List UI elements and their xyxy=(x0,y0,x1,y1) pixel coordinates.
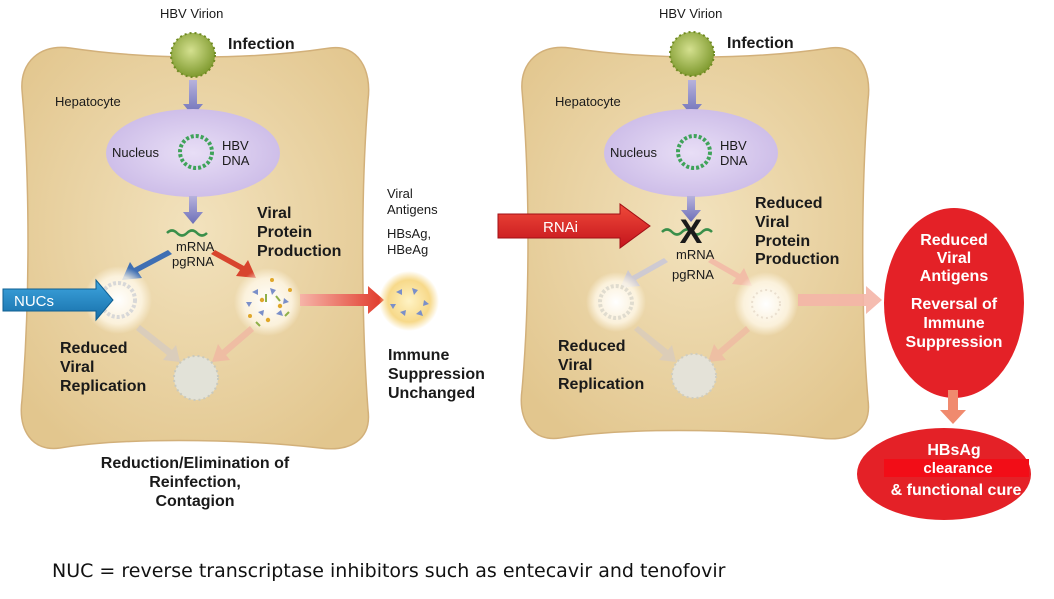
right-hbv-dna-label-2: DNA xyxy=(720,153,748,168)
rnai-label: RNAi xyxy=(543,219,578,236)
left-virion-icon xyxy=(170,32,216,78)
left-infection-label: Infection xyxy=(228,36,295,53)
left-viral-protein-2: Protein xyxy=(257,224,312,241)
clearance-highlight xyxy=(884,459,1029,477)
nucs-inhibitor-arrow xyxy=(2,278,114,322)
left-nucleus xyxy=(106,109,280,197)
left-protein-arrow xyxy=(211,250,256,278)
left-hbv-dna-label-2: DNA xyxy=(222,153,250,168)
right-reduced-replication-1: Reduced xyxy=(558,338,626,355)
left-entry-arrow xyxy=(183,80,203,116)
right-protein-cluster-icon xyxy=(751,289,781,319)
right-faded-arrow-3 xyxy=(634,326,676,362)
left-replication-glow xyxy=(84,266,152,334)
left-antigen-cluster-icon xyxy=(379,271,439,331)
right-reduced-protein-3: Protein xyxy=(755,233,810,250)
left-viral-protein-3: Production xyxy=(257,243,341,260)
right-virion-label: HBV Virion xyxy=(659,6,722,21)
reduction-label-1: Reduction/Elimination of xyxy=(101,455,290,472)
right-nucleus xyxy=(604,109,778,197)
left-reduced-replication-2: Viral xyxy=(60,359,94,376)
right-new-virion-icon xyxy=(671,353,717,399)
right-panel: HBV Virion Infection Hepatocyte Nucleus … xyxy=(497,6,1031,520)
red-circle-line-4: Reversal of xyxy=(911,296,998,313)
right-virion-icon xyxy=(669,31,715,77)
right-nucleus-label: Nucleus xyxy=(610,145,657,160)
left-hbv-dna-label-1: HBV xyxy=(222,138,249,153)
footnote: NUC = reverse transcriptase inhibitors s… xyxy=(52,560,726,582)
right-reduced-protein-1: Reduced xyxy=(755,195,823,212)
left-rna-strand-icon xyxy=(166,229,208,237)
viral-antigens-label-2: Antigens xyxy=(387,202,438,217)
cure-arrow xyxy=(940,390,966,424)
red-circle-line-3: Antigens xyxy=(920,268,989,285)
left-rna-label-2: pgRNA xyxy=(172,254,214,269)
left-transcription-arrow xyxy=(183,196,203,224)
left-faded-arrow-2 xyxy=(212,326,254,362)
cure-line-2: clearance xyxy=(923,460,992,477)
antigen-names-2: HBeAg xyxy=(387,242,428,257)
left-export-arrow xyxy=(300,286,384,314)
right-hepatocyte-label: Hepatocyte xyxy=(555,94,621,109)
right-reduced-protein-4: Production xyxy=(755,251,839,268)
left-hbv-dna-icon xyxy=(178,134,214,170)
right-export-arrow xyxy=(798,286,882,314)
immune-unchanged-1: Immune xyxy=(388,347,449,364)
left-virion-label: HBV Virion xyxy=(160,6,223,21)
left-protein-cluster-icon xyxy=(234,268,302,336)
rnai-block-x-icon: X xyxy=(680,213,703,251)
left-panel: HBV Virion Infection Hepatocyte Nucleus … xyxy=(2,6,485,510)
left-reduced-replication-3: Replication xyxy=(60,378,146,395)
right-faded-arrow-right xyxy=(708,258,752,286)
left-replication-icon xyxy=(99,281,137,319)
right-protein-glow xyxy=(734,272,798,336)
cure-line-1: HBsAg xyxy=(927,442,980,459)
immune-unchanged-2: Suppression xyxy=(388,366,485,383)
red-circle-line-5: Immune xyxy=(923,315,984,332)
left-hepatocyte-label: Hepatocyte xyxy=(55,94,121,109)
right-reduced-protein-2: Viral xyxy=(755,214,789,231)
nucs-label: NUCs xyxy=(14,293,54,310)
right-rna-label-2: pgRNA xyxy=(672,267,714,282)
right-transcription-arrow xyxy=(681,196,701,222)
right-infection-label: Infection xyxy=(727,35,794,52)
right-entry-arrow xyxy=(682,80,702,116)
right-reduced-replication-3: Replication xyxy=(558,376,644,393)
red-circle-line-1: Reduced xyxy=(920,232,988,249)
right-reduced-replication-2: Viral xyxy=(558,357,592,374)
left-new-virion-icon xyxy=(173,355,219,401)
viral-antigens-label-1: Viral xyxy=(387,186,413,201)
antigen-names-1: HBsAg, xyxy=(387,226,431,241)
right-hbv-dna-icon xyxy=(676,134,712,170)
red-circle-line-6: Suppression xyxy=(906,334,1003,351)
reduction-label-2: Reinfection, xyxy=(149,474,241,491)
right-replication-icon xyxy=(598,284,634,320)
reduction-label-3: Contagion xyxy=(155,493,234,510)
right-rna-strand-icon xyxy=(661,228,713,236)
left-nucleus-label: Nucleus xyxy=(112,145,159,160)
cure-line-3: & functional cure xyxy=(891,482,1022,499)
right-faded-arrow-4 xyxy=(708,326,750,362)
right-rna-label-1: mRNA xyxy=(676,247,715,262)
rnai-inhibitor-arrow xyxy=(497,203,651,249)
right-replication-glow xyxy=(586,272,646,332)
left-faded-arrow-1 xyxy=(136,325,180,362)
left-rna-label-1: mRNA xyxy=(176,239,215,254)
right-hbv-dna-label-1: HBV xyxy=(720,138,747,153)
reduced-antigens-circle xyxy=(884,208,1024,398)
left-viral-protein-1: Viral xyxy=(257,205,291,222)
red-circle-line-2: Viral xyxy=(937,250,971,267)
left-reduced-replication-1: Reduced xyxy=(60,340,128,357)
immune-unchanged-3: Unchanged xyxy=(388,385,475,402)
